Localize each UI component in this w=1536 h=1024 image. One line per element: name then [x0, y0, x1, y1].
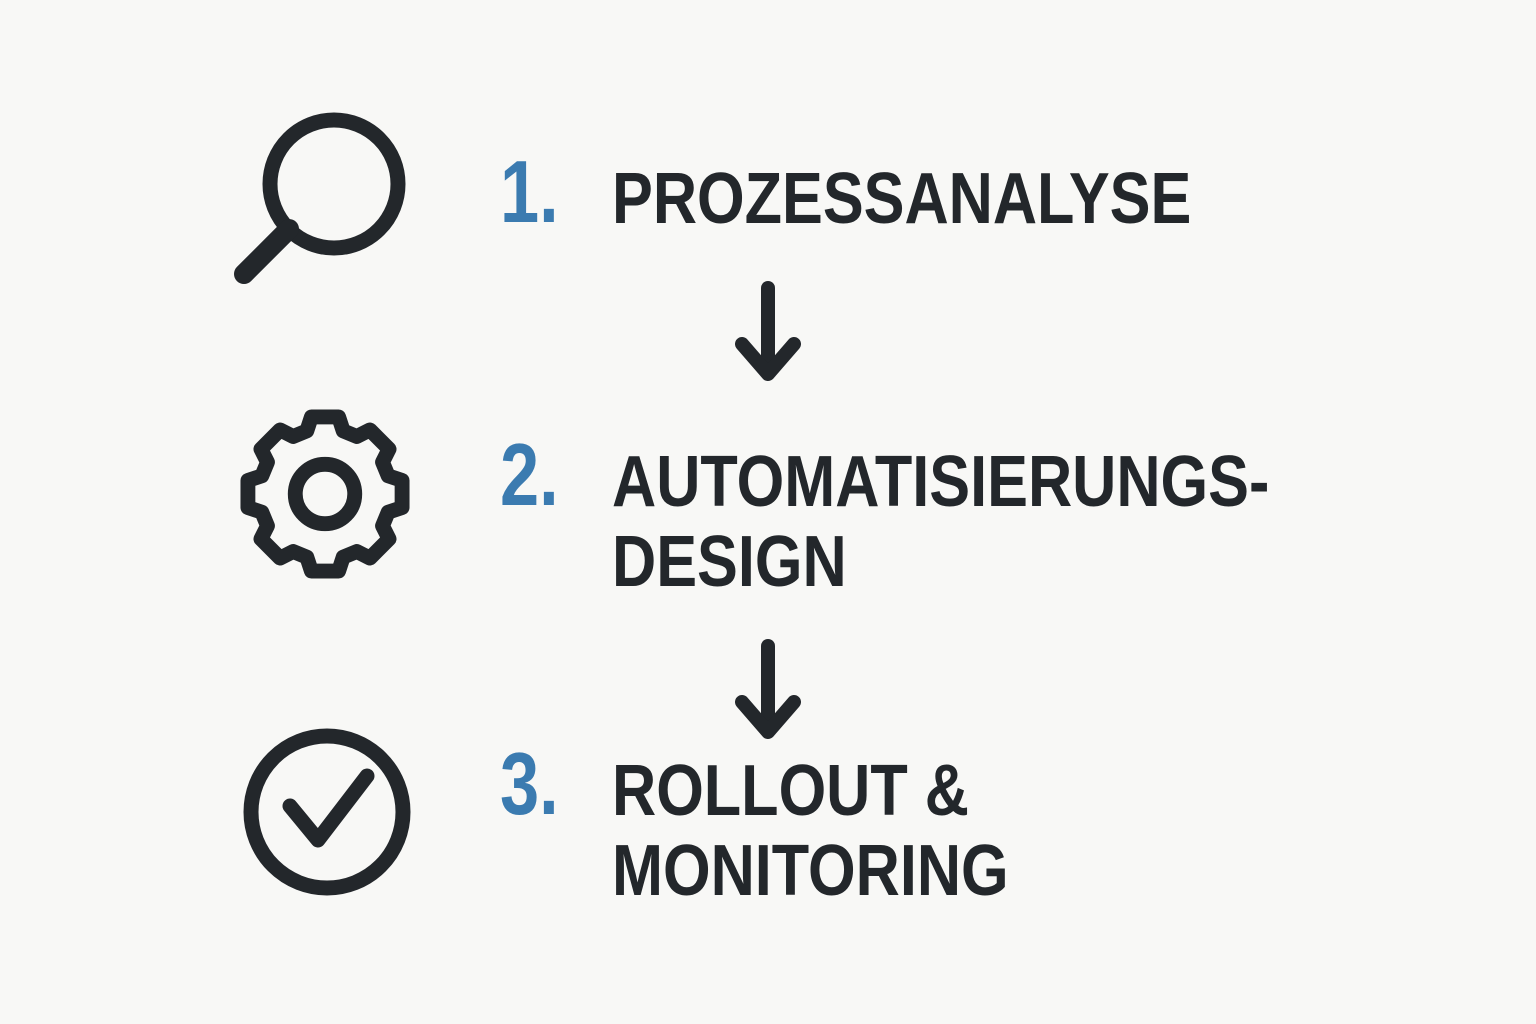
step-3-label-line-2: MONITORING	[612, 831, 1009, 911]
step-1-label-line-1: PROZESSANALYSE	[612, 159, 1192, 239]
check-circle-icon	[237, 722, 417, 902]
step-2-label-line-1: AUTOMATISIERUNGS-	[612, 442, 1270, 522]
step-2-label-line-2: DESIGN	[612, 522, 847, 602]
step-2-label: AUTOMATISIERUNGS- DESIGN	[612, 442, 1269, 602]
step-3-label-line-1: ROLLOUT &	[612, 751, 969, 831]
search-icon	[232, 95, 432, 295]
step-1-label: PROZESSANALYSE	[612, 159, 1191, 239]
gear-icon	[235, 404, 415, 584]
down-arrow-icon	[733, 280, 803, 395]
step-1-number: 1.	[500, 142, 559, 241]
step-3-label: ROLLOUT & MONITORING	[612, 751, 1009, 911]
step-2-number: 2.	[500, 425, 559, 524]
down-arrow-icon	[733, 638, 803, 753]
step-3-number: 3.	[500, 734, 559, 833]
